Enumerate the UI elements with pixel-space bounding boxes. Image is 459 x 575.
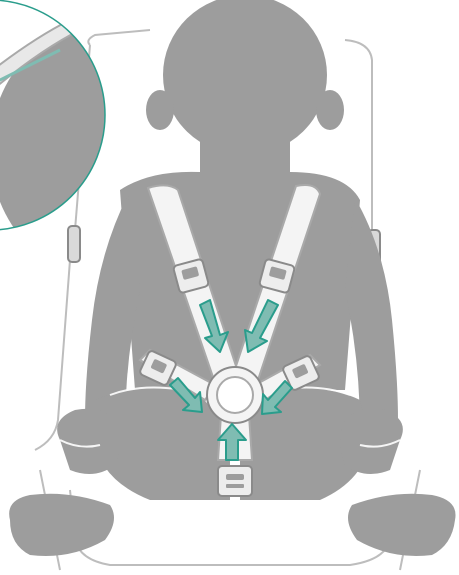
central-buckle <box>207 367 263 423</box>
crotch-buckle <box>218 466 252 496</box>
side-clip-left <box>68 226 80 262</box>
